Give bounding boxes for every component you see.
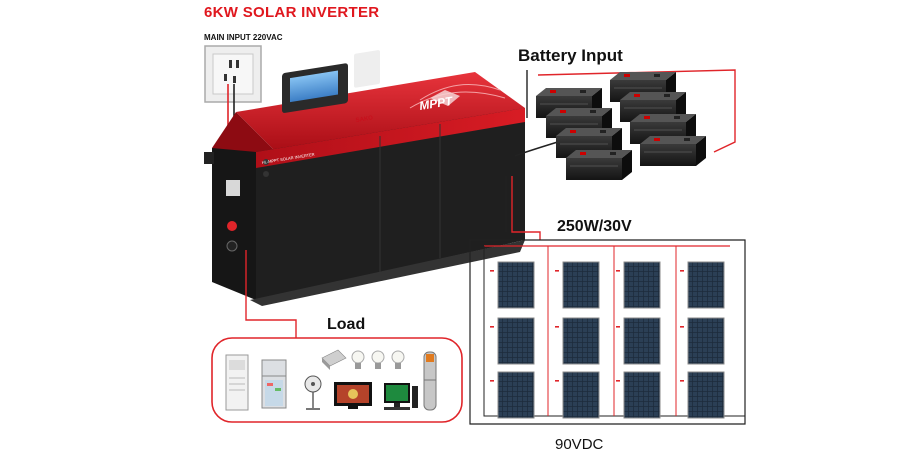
solar-panel-icon — [562, 371, 600, 419]
load-frame — [211, 337, 463, 423]
panel-rating-label: 250W/30V — [557, 218, 632, 235]
load-label: Load — [327, 316, 366, 333]
solar-panel-icon — [687, 261, 725, 309]
battery-icon — [565, 149, 633, 181]
diagram-title: 6KW SOLAR INVERTER — [204, 4, 380, 21]
solar-array — [490, 261, 725, 419]
battery-bank — [514, 69, 736, 181]
solar-panel-icon — [623, 371, 661, 419]
solar-panel-icon — [623, 317, 661, 365]
laptop-icon — [321, 349, 347, 370]
inverter-brand: SAKO — [355, 115, 373, 124]
battery-icon — [639, 135, 707, 167]
solar-panel-icon — [562, 317, 600, 365]
solar-panel-icon — [497, 317, 535, 365]
inverter-unit: MPPT SAKO HL-MPPT SOLAR INVERTER — [204, 50, 525, 306]
fan-icon — [304, 375, 322, 410]
solar-panel-icon — [562, 261, 600, 309]
load-wiring — [245, 250, 297, 338]
solar-panel-icon — [623, 261, 661, 309]
inverter-badge: MPPT — [418, 94, 455, 113]
air-conditioner-icon — [225, 354, 249, 411]
television-icon — [334, 382, 372, 409]
solar-panel-icon — [497, 371, 535, 419]
light-bulb-icon — [351, 350, 405, 369]
solar-panel-icon — [497, 261, 535, 309]
mains-input-label: MAIN INPUT 220VAC — [204, 33, 283, 42]
array-wiring — [469, 176, 746, 425]
array-voltage-label: 90VDC — [555, 436, 604, 453]
refrigerator-icon — [261, 359, 287, 409]
battery-input-label: Battery Input — [518, 46, 623, 65]
water-pump-icon — [423, 351, 437, 411]
wall-outlet-icon — [204, 45, 262, 103]
desktop-computer-icon — [384, 383, 418, 410]
solar-panel-icon — [687, 317, 725, 365]
solar-panel-icon — [687, 371, 725, 419]
